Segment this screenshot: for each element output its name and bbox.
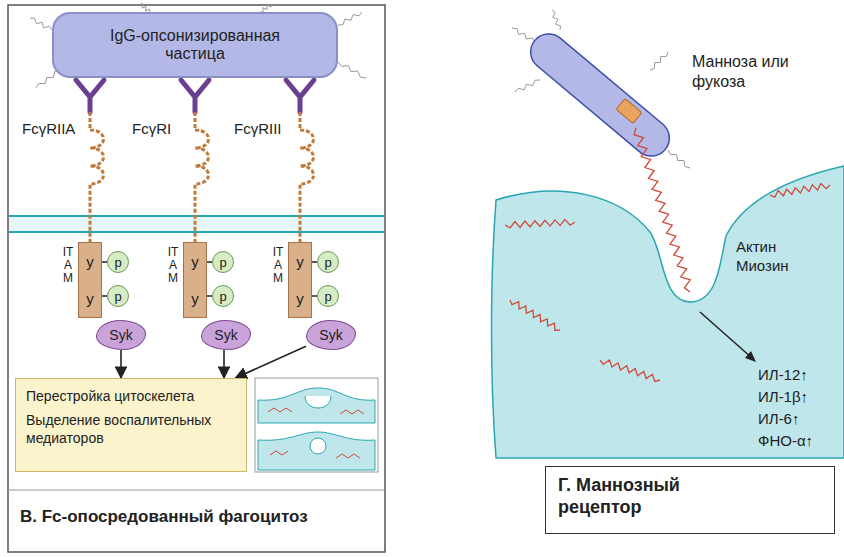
node-text: y: [296, 290, 304, 307]
node-text: p: [219, 256, 226, 269]
hair: [515, 80, 540, 92]
fc-receptors: [76, 80, 314, 242]
phosphate-circle: p: [212, 251, 234, 273]
caption-box: Г. Маннозный рецептор: [545, 466, 835, 534]
effect-box: Перестройка цитоскелетаВыделение воспали…: [15, 378, 247, 472]
bacterium: [523, 27, 676, 164]
syk-kinase: Syk: [201, 320, 251, 350]
node-text: Syk: [214, 327, 237, 343]
syk-kinase: Syk: [96, 320, 146, 350]
panel-frame: [8, 5, 385, 552]
node-text: y: [296, 253, 304, 270]
hair: [140, 4, 150, 12]
node-text: Syk: [319, 327, 342, 343]
signal-arrow: [700, 312, 756, 362]
cytokine-label: ИЛ-6↑: [758, 410, 799, 429]
actin-filament: [770, 184, 830, 198]
phagocytosis-inset: [255, 378, 378, 472]
phosphate-circle: p: [317, 285, 339, 307]
node-text: p: [114, 256, 121, 269]
hair: [512, 28, 535, 42]
actin-filament: [600, 360, 660, 381]
receptor-chain: [300, 112, 314, 242]
itam-box: yy: [183, 242, 207, 318]
receptor-chain: [90, 112, 104, 242]
caption-rule: [8, 490, 385, 491]
motif-label: ITAM: [272, 246, 284, 286]
signal-arrow: [235, 346, 306, 378]
node-text: p: [114, 290, 121, 303]
node-text: p: [324, 290, 331, 303]
node-text: y: [191, 290, 199, 307]
hair: [338, 62, 366, 78]
cytoskeleton-label: Актин Миозин: [736, 238, 808, 276]
node-text: Перестройка цитоскелета: [26, 387, 236, 405]
node-text: p: [219, 290, 226, 303]
node-text: Г. Маннозный рецептор: [558, 475, 738, 518]
sugar-label: Манноза или фукоза: [692, 52, 792, 92]
node-text: IgG-опсонизированная частица: [95, 27, 295, 63]
cytokine-label: ФНО-α↑: [758, 432, 813, 451]
motif-label: ITAM: [167, 246, 179, 286]
cytokine-label: ИЛ-12↑: [758, 366, 808, 385]
node-text: p: [324, 256, 331, 269]
signal-arrow: [120, 350, 122, 378]
phosphate-circle: p: [107, 251, 129, 273]
phosphate-circle: p: [212, 285, 234, 307]
antibody: [286, 80, 314, 112]
receptor-chain: [634, 128, 690, 292]
signal-arrow: [223, 350, 225, 378]
macrophage-cell: [492, 166, 844, 458]
receptor-chain: [195, 112, 209, 242]
receptor-name: FcγRIII: [234, 120, 282, 139]
actin-filament: [510, 300, 560, 330]
node-text: y: [86, 290, 94, 307]
phosphate-circle: p: [317, 251, 339, 273]
antibody: [76, 80, 104, 112]
node-text: Выделение воспалительных медиаторов: [26, 411, 236, 447]
receptor-name: FcγRIIA: [22, 120, 75, 139]
mannose-receptor: [634, 128, 690, 292]
itam-box: yy: [78, 242, 102, 318]
itam-box: yy: [288, 242, 312, 318]
syk-kinase: Syk: [306, 320, 356, 350]
panel-caption: В. Fc-опосредованный фагоцитоз: [20, 506, 308, 527]
node-text: y: [86, 253, 94, 270]
antibody: [181, 80, 209, 112]
phosphate-circle: p: [107, 285, 129, 307]
particle-hairs: [30, 4, 690, 168]
node-text: y: [191, 253, 199, 270]
hair: [552, 10, 561, 30]
hair: [338, 12, 362, 25]
hair: [30, 18, 52, 30]
hair: [668, 150, 690, 168]
hair: [650, 52, 668, 70]
actin-filament: [505, 219, 575, 227]
opsonized-particle: IgG-опсонизированная частица: [52, 12, 338, 78]
cytokine-label: ИЛ-1β↑: [758, 388, 808, 407]
motif-label: ITAM: [62, 246, 74, 286]
receptor-name: FcγRI: [132, 120, 171, 139]
node-text: Syk: [109, 327, 132, 343]
